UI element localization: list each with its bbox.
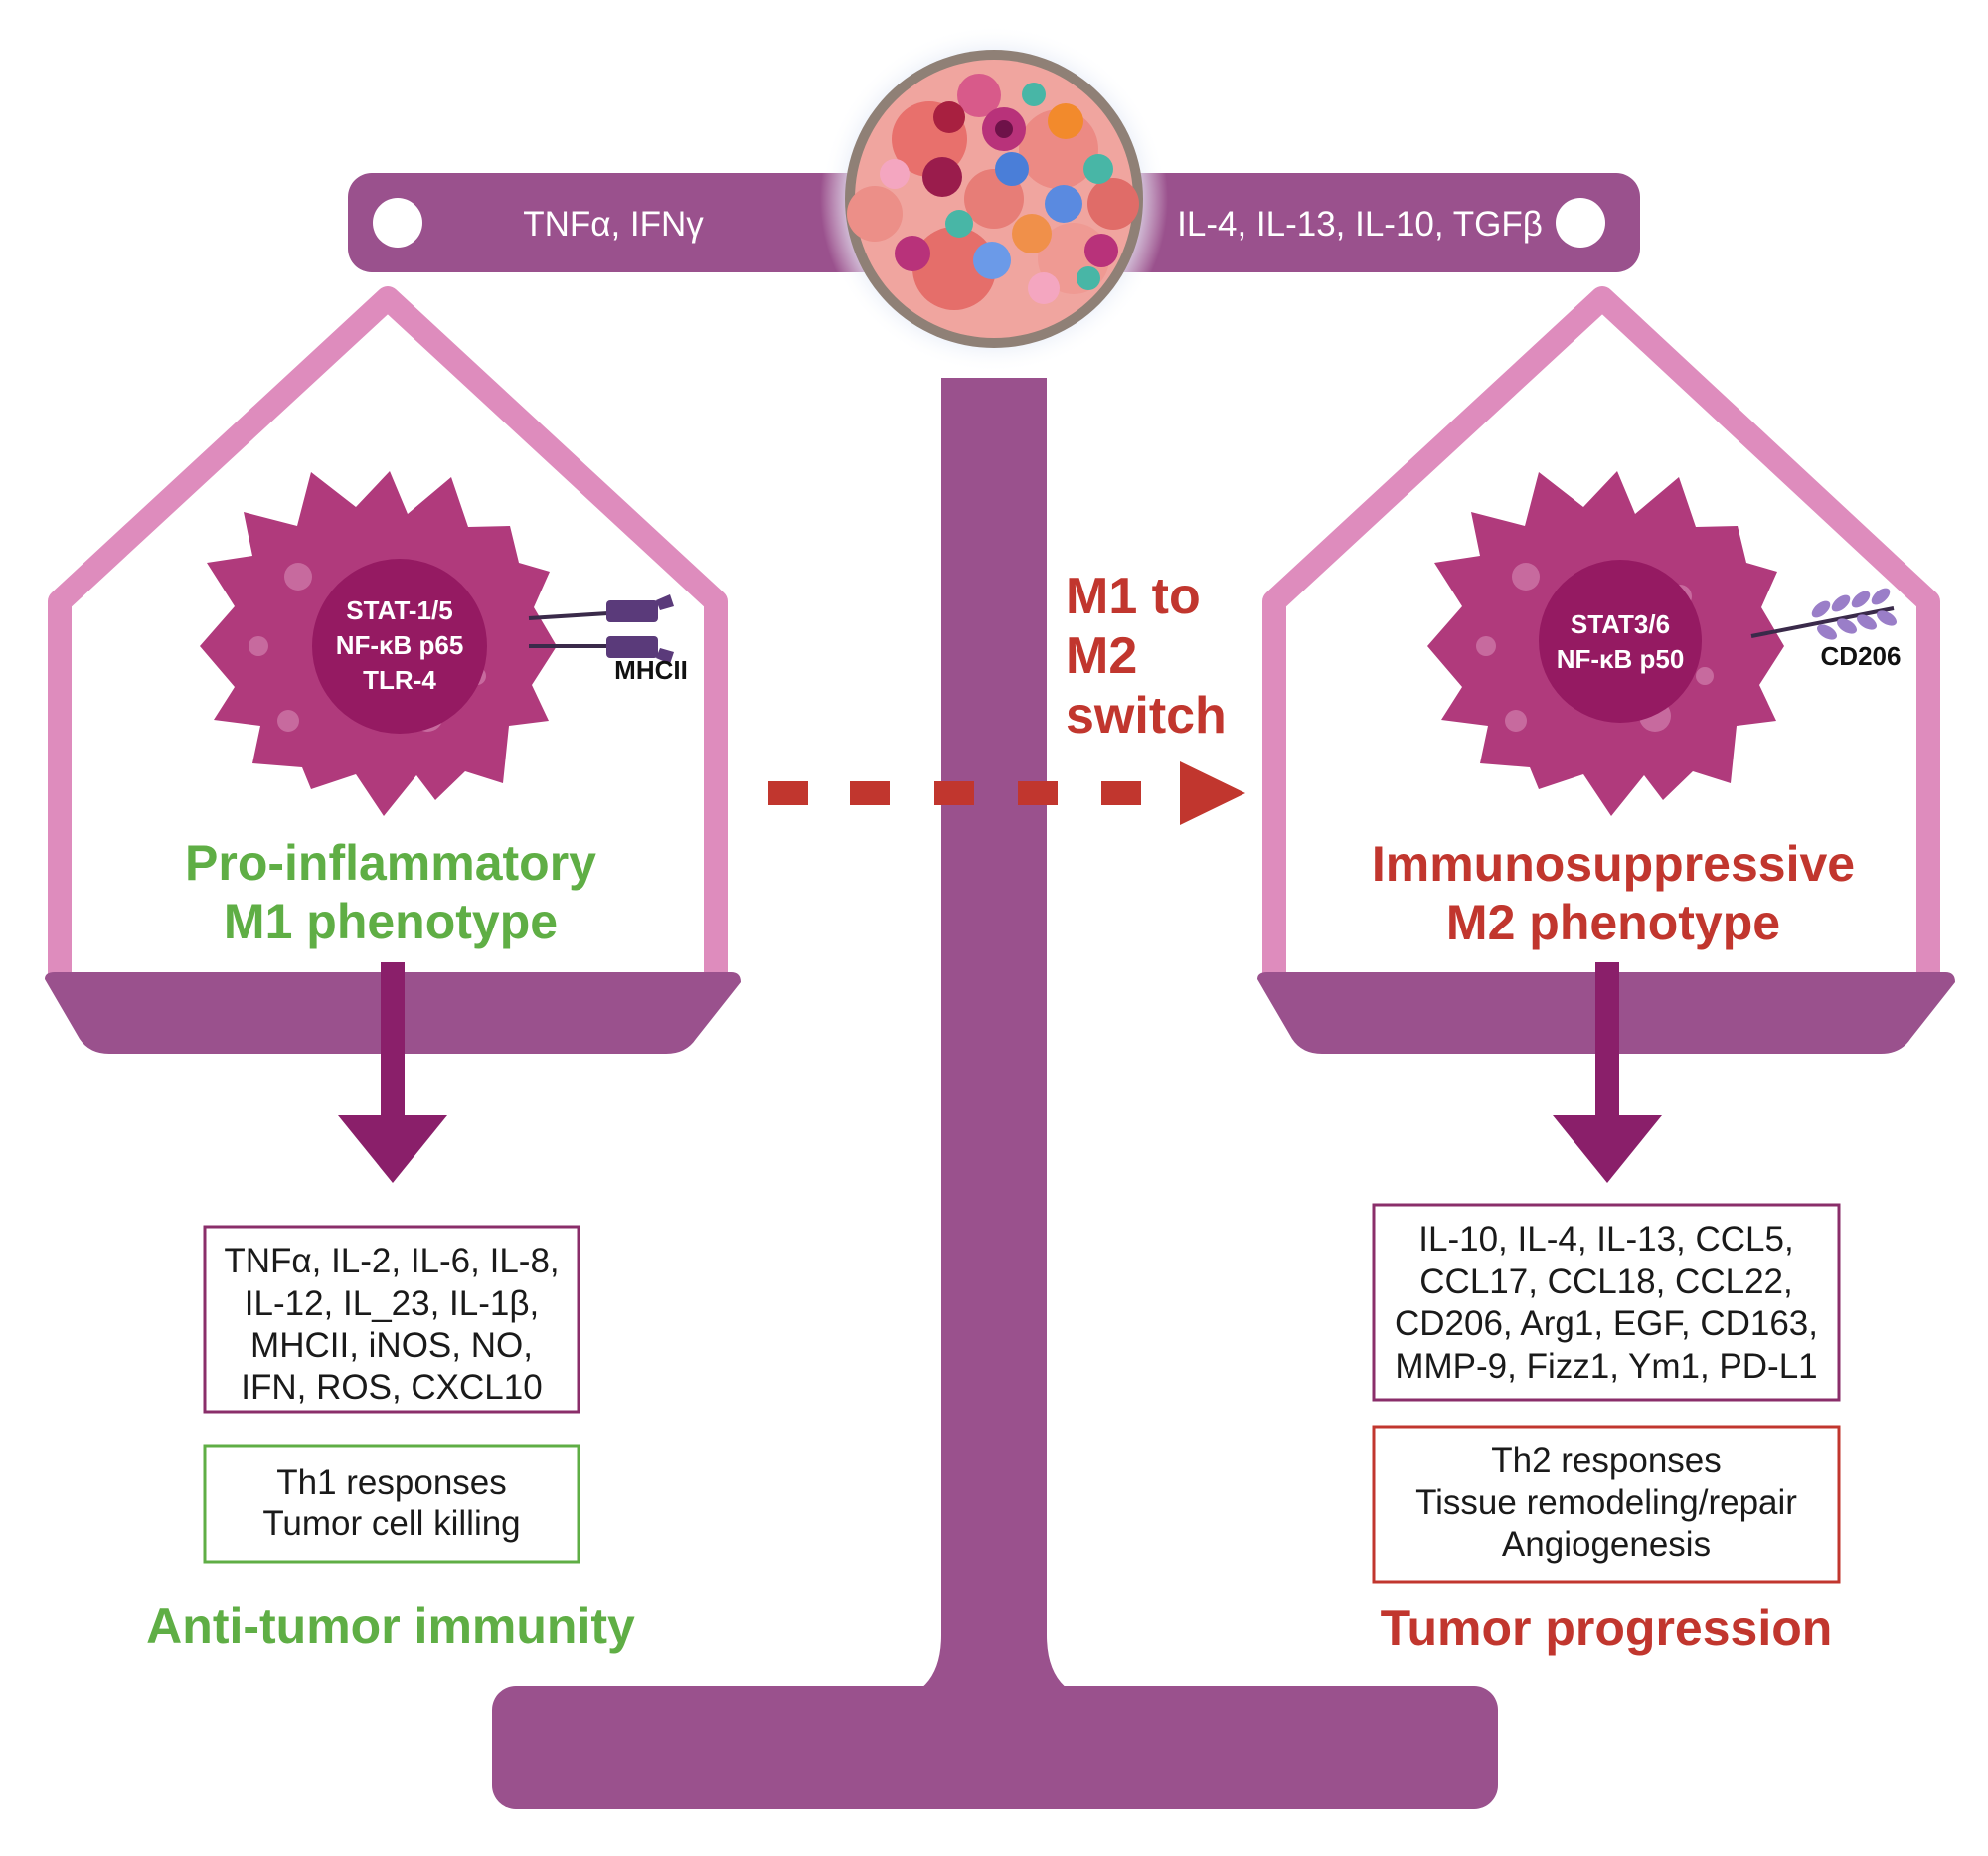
m2-response-line: Th2 responses <box>1491 1441 1722 1480</box>
m1-title-line1: Pro-inflammatory <box>185 835 596 891</box>
m1-markers-box: TNFα, IL-2, IL-6, IL-8, IL-12, IL_23, IL… <box>203 1225 580 1414</box>
m1-nucleus-line: STAT-1/5 <box>346 595 452 625</box>
switch-arrow <box>768 761 1245 825</box>
m1-marker-line: IFN, ROS, CXCL10 <box>241 1368 542 1407</box>
m2-marker-line: CD206, Arg1, EGF, CD163, <box>1395 1304 1818 1343</box>
m1-marker-line: MHCII, iNOS, NO, <box>250 1326 533 1365</box>
tumor-microenvironment-icon <box>820 25 1168 373</box>
switch-arrow-dash <box>934 781 974 805</box>
m1-vesicle <box>277 710 299 732</box>
m1-marker-line: TNFα, IL-2, IL-6, IL-8, <box>224 1242 559 1280</box>
m2-macrophage: STAT3/6 NF-κB p50 <box>1427 471 1784 816</box>
m2-title-line2: M2 phenotype <box>1446 895 1780 950</box>
switch-label-line1: M1 to <box>1066 568 1201 625</box>
scale-stand <box>492 378 1498 1809</box>
m1-response-line: Th1 responses <box>276 1463 507 1502</box>
scale-base <box>492 1686 1498 1809</box>
m2-response-line: Angiogenesis <box>1502 1525 1711 1564</box>
m2-marker-line: MMP-9, Fizz1, Ym1, PD-L1 <box>1395 1347 1817 1386</box>
m2-response-line: Tissue remodeling/repair <box>1415 1483 1797 1522</box>
switch-arrow-dash <box>1018 781 1058 805</box>
mhcii-label: MHCII <box>614 655 688 685</box>
m2-vesicle <box>1505 710 1527 732</box>
scale-base-fillet-right <box>1047 1635 1113 1702</box>
m1-title-line2: M1 phenotype <box>224 894 558 949</box>
m1-vesicle <box>248 636 268 656</box>
cd206-receptor-icon <box>1750 588 1897 640</box>
switch-arrow-dash <box>1101 781 1141 805</box>
cd206-label: CD206 <box>1821 641 1902 671</box>
mhcii-receptor-icon <box>528 594 674 664</box>
m2-title-line1: Immunosuppressive <box>1372 836 1855 892</box>
m1-macrophage: STAT-1/5 NF-κB p65 TLR-4 <box>200 471 557 816</box>
m2-marker-line: CCL17, CCL18, CCL22, <box>1419 1263 1792 1301</box>
m1-outcome: Anti-tumor immunity <box>146 1599 635 1654</box>
m1-vesicle <box>284 563 312 591</box>
scale-base-fillet-left <box>875 1635 941 1702</box>
m1-nucleus-line: TLR-4 <box>363 665 436 695</box>
switch-arrow-dash <box>850 781 890 805</box>
m2-responses-box: Th2 responses Tissue remodeling/repair A… <box>1372 1425 1841 1584</box>
beam-hole-left <box>373 198 422 248</box>
beam-right-label: IL-4, IL-13, IL-10, TGFβ <box>1177 205 1543 244</box>
scale-pillar <box>941 378 1047 1730</box>
switch-arrow-dash <box>768 781 808 805</box>
m1-down-arrow <box>338 962 447 1183</box>
switch-arrow-head <box>1180 761 1245 825</box>
switch-label-line3: switch <box>1066 687 1227 745</box>
m1-responses-box: Th1 responses Tumor cell killing <box>203 1444 580 1564</box>
m2-marker-line: IL-10, IL-4, IL-13, CCL5, <box>1418 1220 1793 1259</box>
m2-nucleus-line: NF-κB p50 <box>1557 644 1685 674</box>
m2-nucleus-line: STAT3/6 <box>1571 609 1670 639</box>
m2-down-arrow <box>1553 962 1662 1183</box>
m1-response-line: Tumor cell killing <box>262 1504 520 1543</box>
m1-nucleus-line: NF-κB p65 <box>336 630 464 660</box>
m2-nucleus <box>1539 560 1702 723</box>
m1-nucleus <box>312 559 487 734</box>
m2-markers-box: IL-10, IL-4, IL-13, CCL5, CCL17, CCL18, … <box>1372 1203 1841 1402</box>
switch-label-line2: M2 <box>1066 627 1137 685</box>
m2-vesicle <box>1696 667 1714 685</box>
beam-left-label: TNFα, IFNγ <box>523 205 704 244</box>
m1-marker-line: IL-12, IL_23, IL-1β, <box>245 1284 539 1323</box>
m2-vesicle <box>1476 636 1496 656</box>
m2-vesicle <box>1512 563 1540 591</box>
m2-outcome: Tumor progression <box>1381 1601 1833 1656</box>
beam-hole-right <box>1556 198 1605 248</box>
